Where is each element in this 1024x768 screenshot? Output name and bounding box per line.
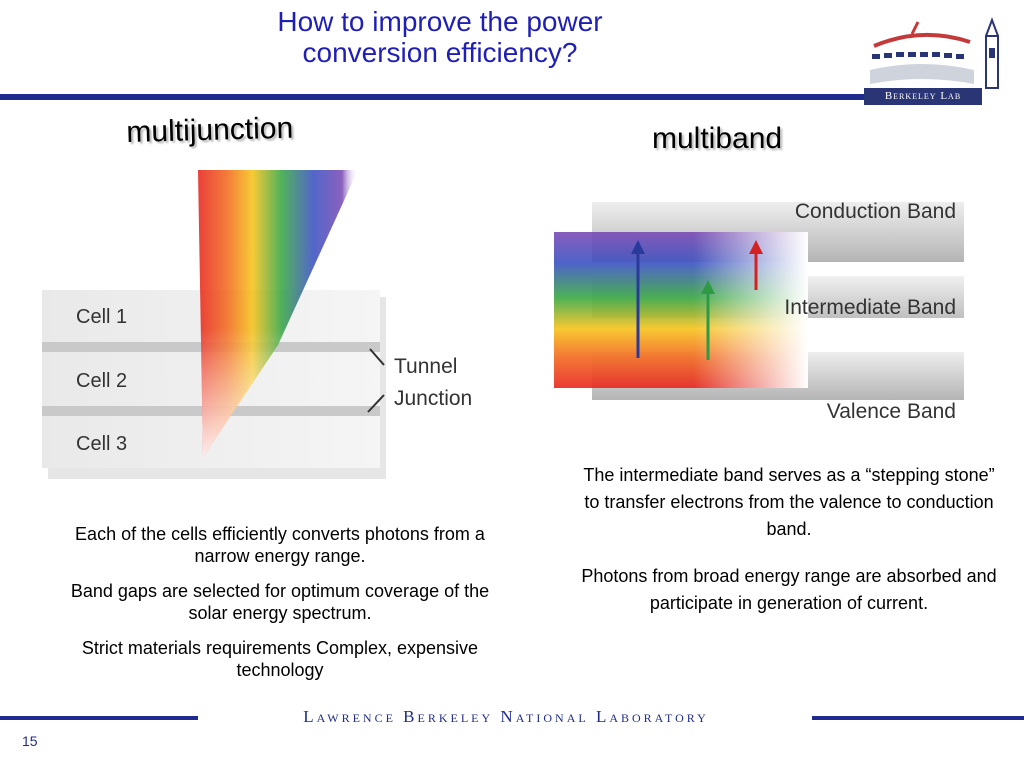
multijunction-description: Each of the cells efficiently converts p… [70,523,490,694]
multiband-description: The intermediate band serves as a “stepp… [576,462,1002,637]
right-paragraph-1: The intermediate band serves as a “stepp… [583,465,995,539]
left-paragraph-1: Each of the cells efficiently converts p… [75,524,485,566]
header-rule [0,94,864,100]
multiband-diagram: Conduction Band Intermediate Band Valenc… [554,200,964,423]
slide-title: How to improve the power conversion effi… [190,6,690,68]
intermediate-band-label: Intermediate Band [784,296,956,319]
tunnel-label: Tunnel [394,355,457,378]
green-arrowhead [701,280,715,294]
logo-text: Berkeley Lab [884,90,962,102]
title-line-2: conversion efficiency? [302,37,578,68]
blue-arrowhead [631,240,645,254]
cell-1-label: Cell 1 [76,306,127,328]
footer-rule-left [0,716,198,720]
left-paragraph-3: Strict materials requirements Complex, e… [81,638,479,680]
logo-band [864,88,982,105]
title-line-1: How to improve the power [277,6,603,37]
berkeley-lab-logo [870,17,999,89]
conduction-band-label: Conduction Band [795,200,956,223]
cell-3-label: Cell 3 [76,433,127,455]
tunnel-pointer-1 [369,348,385,366]
left-paragraph-2: Band gaps are selected for optimum cover… [70,581,490,623]
multijunction-diagram: Cell 1 Cell 2 Cell 3 Tunnel Junction [42,170,472,479]
page-number: 15 [22,733,38,749]
tunnel-pointer-2 [367,394,385,413]
red-arrowhead [749,240,763,254]
footer-rule-right [812,716,1024,720]
junction-label: Junction [394,387,472,410]
cell-2-label: Cell 2 [76,370,127,392]
multijunction-heading: multijunction [126,111,294,149]
right-paragraph-2: Photons from broad energy range are abso… [581,566,997,613]
valence-band-label: Valence Band [827,400,956,423]
multiband-heading: multiband [652,122,783,155]
footer-lab-name: Lawrence Berkeley National Laboratory [303,707,709,726]
